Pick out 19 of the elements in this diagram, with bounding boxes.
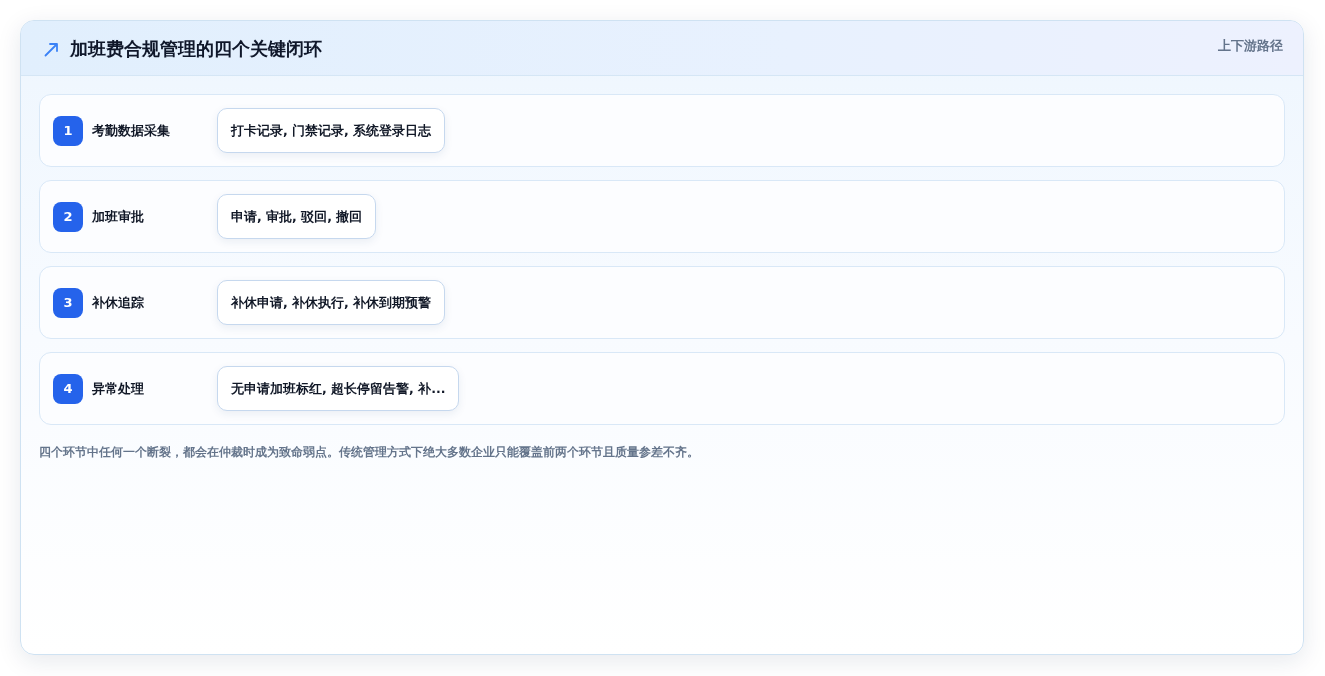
step-name: 异常处理 [92, 380, 144, 398]
step-number-badge: 2 [53, 202, 83, 232]
footnote-text: 四个环节中任何一个断裂，都会在仲裁时成为致命弱点。传统管理方式下绝大多数企业只能覆盖前两个环节且质量参差不齐。 [39, 444, 699, 460]
panel-title: 加班费合规管理的四个关键闭环 [70, 37, 322, 61]
header-link-text: 上下游路径 [1218, 37, 1283, 55]
step-number-badge: 1 [53, 116, 83, 146]
step-name: 补休追踪 [92, 294, 144, 312]
step-row [39, 180, 1285, 253]
step-items-tag: 补休申请, 补休执行, 补休到期预警 [217, 280, 446, 325]
step-name: 考勤数据采集 [92, 122, 170, 140]
step-row [39, 94, 1285, 167]
step-items-tag: 申请, 审批, 驳回, 撤回 [217, 194, 377, 239]
step-number-badge: 4 [53, 374, 83, 404]
step-name: 加班审批 [92, 208, 144, 226]
step-number-badge: 3 [53, 288, 83, 318]
step-items-tag: 打卡记录, 门禁记录, 系统登录日志 [217, 108, 446, 153]
step-items-tag: 无申请加班标红, 超长停留告警, 补... [217, 366, 460, 411]
step-row [39, 352, 1285, 425]
step-row [39, 266, 1285, 339]
